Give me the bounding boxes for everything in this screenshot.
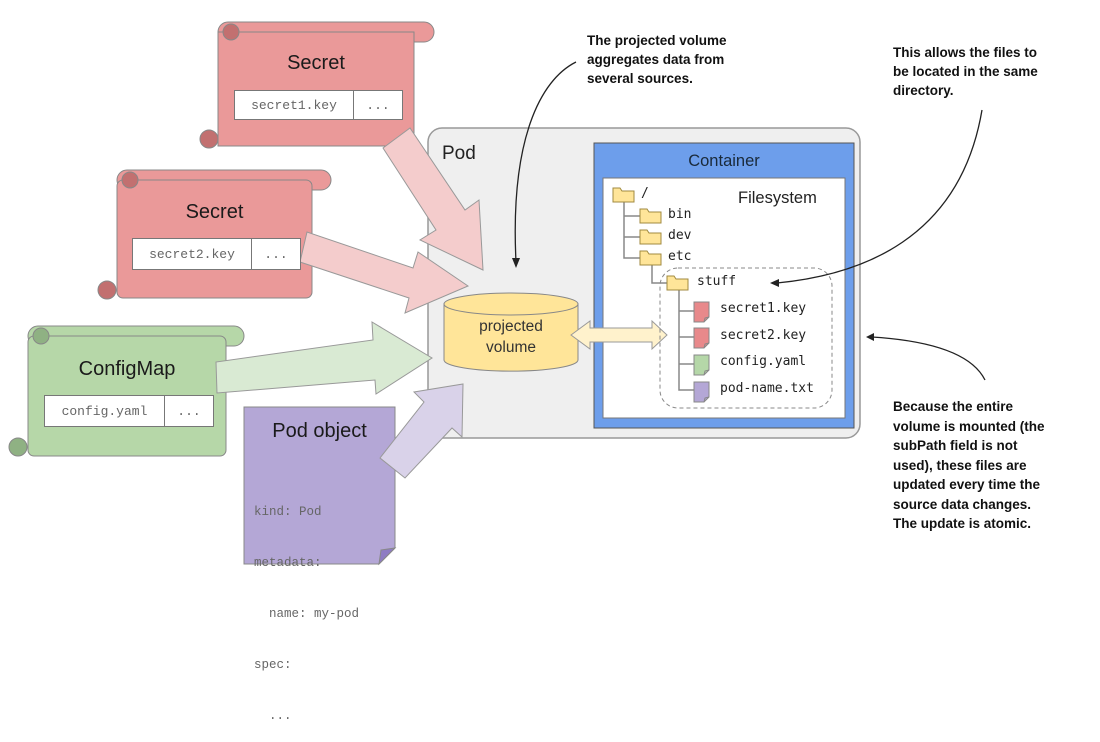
note-line: directory. — [893, 83, 954, 98]
atomic-note-arrow — [871, 336, 986, 381]
container-label: Container — [688, 152, 760, 170]
secret1-scroll — [199, 21, 435, 149]
file-icon — [693, 381, 710, 403]
projected-note-arrowhead — [512, 258, 520, 268]
file-icon — [693, 301, 710, 323]
filesystem-box — [602, 177, 846, 419]
secret1-title: Secret — [287, 52, 345, 74]
projected-note: The projected volume aggregates data fro… — [587, 31, 727, 88]
folder-icon — [639, 250, 662, 266]
folder-icon — [666, 275, 689, 291]
file-icon — [693, 327, 710, 349]
configmap-more-cell: ... — [164, 395, 214, 427]
secret2-title: Secret — [185, 201, 244, 223]
tree-dir-etc: etc — [668, 249, 692, 264]
secret2-more-cell: ... — [251, 238, 301, 270]
file-corner-fold — [703, 316, 710, 323]
secret2-arrow — [299, 231, 470, 314]
tree-file-podname: pod-name.txt — [720, 381, 814, 396]
secret1-more-cell: ... — [353, 90, 403, 120]
atomic-note: Because the entire volume is mounted (th… — [893, 397, 1045, 534]
volume-label-line: projected — [479, 318, 543, 335]
yaml-line: spec: — [254, 658, 292, 672]
secret1-key-cell: secret1.key — [234, 90, 354, 120]
yaml-line: metadata: — [254, 556, 322, 570]
projected-note-arrow — [514, 61, 577, 263]
note-line: This allows the files to — [893, 45, 1038, 60]
folder-icon — [639, 208, 662, 224]
note-line: be located in the same — [893, 64, 1038, 79]
file-corner-fold — [703, 369, 710, 376]
tree-lines — [623, 202, 694, 391]
configmap-arrow — [215, 321, 433, 395]
yaml-line: kind: Pod — [254, 505, 322, 519]
tree-dir-stuff: stuff — [697, 274, 737, 289]
tree-file-secret2: secret2.key — [720, 328, 807, 343]
note-line: updated every time the — [893, 477, 1041, 492]
same-dir-note: This allows the files to be located in t… — [893, 43, 1038, 100]
tree-file-secret1: secret1.key — [720, 301, 807, 316]
tree-file-config: config.yaml — [720, 354, 807, 369]
pod-label: Pod — [442, 143, 476, 164]
note-line: several sources. — [587, 71, 693, 86]
filesystem-label: Filesystem — [738, 189, 817, 207]
tree-dir-bin: bin — [668, 207, 692, 222]
folder-icon — [612, 187, 635, 203]
note-line: The projected volume — [587, 33, 727, 48]
configmap-scroll — [8, 325, 245, 457]
same-dir-note-arrow — [776, 109, 983, 284]
configmap-title: ConfigMap — [78, 358, 176, 380]
file-icon — [693, 354, 710, 376]
projected-volume — [443, 292, 579, 372]
pod-object-title: Pod object — [272, 420, 367, 442]
mount-double-arrow — [570, 319, 668, 351]
secret1-arrow — [382, 127, 484, 271]
secret2-key-cell: secret2.key — [132, 238, 252, 270]
projected-volume-label: projected volume — [444, 316, 578, 358]
diagram-canvas — [8, 21, 986, 566]
configmap-key-cell: config.yaml — [44, 395, 165, 427]
pod-object-arrow — [379, 383, 464, 479]
note-line: The update is atomic. — [893, 516, 1032, 531]
note-line: volume is mounted (the — [893, 418, 1045, 434]
note-line: aggregates data from — [587, 52, 725, 67]
note-line: Because the entire — [893, 399, 1014, 414]
folder-icon — [639, 229, 662, 245]
note-line: source data changes. — [893, 496, 1032, 512]
atomic-note-arrowhead — [866, 333, 874, 341]
tree-root: / — [641, 186, 649, 201]
secret2-scroll — [97, 169, 332, 300]
pod-object-sheet — [243, 406, 397, 566]
same-dir-note-arrowhead — [770, 279, 779, 287]
note-line: subPath field is not — [893, 438, 1018, 453]
note-line: used), these files are — [893, 457, 1027, 473]
yaml-line: ... — [254, 709, 292, 723]
yaml-line: name: my-pod — [254, 607, 360, 621]
file-corner-fold — [703, 396, 710, 403]
volume-label-line: volume — [486, 339, 536, 356]
pod-object-yaml: kind: Pod metadata: name: my-pod spec: .… — [254, 470, 359, 742]
tree-dir-dev: dev — [668, 228, 692, 243]
file-corner-fold — [703, 342, 710, 349]
stuff-dashed-box — [659, 267, 833, 409]
